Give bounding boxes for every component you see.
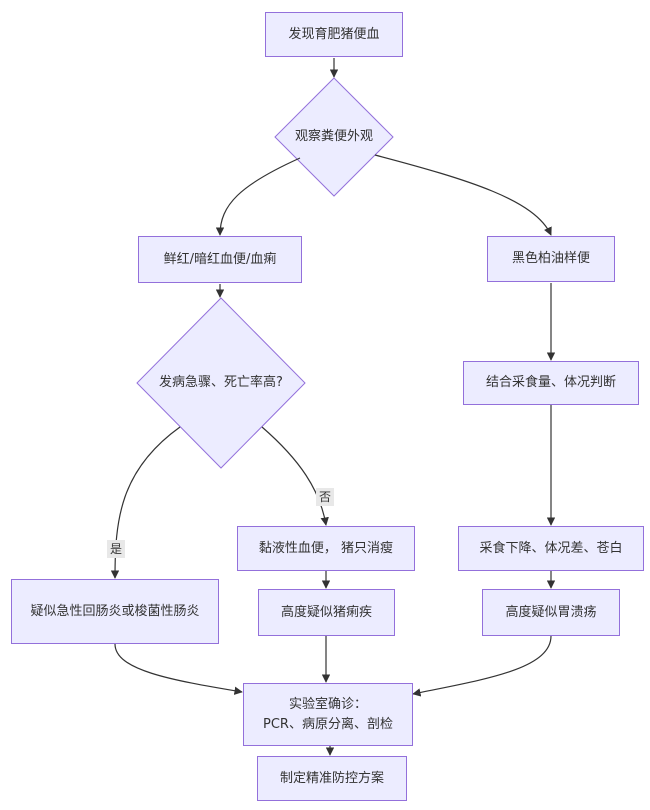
node-dysentery-label: 高度疑似猪痢疾 [280, 604, 372, 620]
node-ulcer-label: 高度疑似胃溃疡 [505, 604, 597, 620]
node-acute-label: 发病急骤、死亡率高? [159, 375, 283, 390]
node-ulcer: 高度疑似胃溃疡 [482, 589, 620, 636]
edge-label-no: 否 [316, 488, 335, 506]
node-appetite-check: 结合采食量、体况判断 [463, 361, 639, 405]
node-plan: 制定精准防控方案 [257, 756, 407, 801]
node-dysentery: 高度疑似猪痢疾 [258, 589, 395, 636]
node-black-tarry: 黑色柏油样便 [487, 236, 615, 282]
node-appetite-drop-label: 采食下降、体况差、苍白 [479, 540, 623, 556]
node-lab: 实验室确诊： PCR、病原分离、剖检 [243, 683, 413, 746]
node-observe: 观察粪便外观 [284, 126, 384, 148]
node-acute: 发病急骤、死亡率高? [146, 372, 296, 394]
acute-diamond-shape [136, 297, 306, 469]
node-observe-label: 观察粪便外观 [294, 129, 373, 144]
edge-acute-to-mucus [261, 426, 329, 526]
node-black-tarry-label: 黑色柏油样便 [511, 251, 590, 266]
node-ileitis: 疑似急性回肠炎或梭菌性肠炎 [11, 579, 219, 644]
node-find-blood-label: 发现育肥猪便血 [288, 26, 380, 42]
edge-label-yes: 是 [107, 540, 126, 558]
node-lab-label-line2: PCR、病原分离、剖检 [263, 716, 393, 732]
node-bright-red: 鲜红/暗红血便/血痢 [138, 236, 302, 283]
observe-diamond-shape [274, 77, 394, 197]
node-ileitis-label: 疑似急性回肠炎或梭菌性肠炎 [30, 603, 200, 619]
node-find-blood: 发现育肥猪便血 [265, 12, 403, 57]
node-mucus-blood: 黏液性血便， 猪只消瘦 [237, 526, 415, 571]
node-plan-label: 制定精准防控方案 [279, 770, 384, 786]
node-mucus-blood-label: 黏液性血便， 猪只消瘦 [258, 540, 394, 556]
node-lab-label-line1: 实验室确诊： [288, 696, 367, 712]
edge-ulcer-to-lab [412, 635, 552, 697]
node-bright-red-label: 鲜红/暗红血便/血痢 [163, 251, 277, 267]
node-appetite-check-label: 结合采食量、体况判断 [485, 375, 616, 390]
edge-observe-to-black-tarry [374, 154, 552, 236]
node-appetite-drop: 采食下降、体况差、苍白 [458, 526, 644, 571]
edge-observe-to-bright-red [215, 157, 301, 236]
edge-ileitis-to-lab [114, 643, 243, 695]
